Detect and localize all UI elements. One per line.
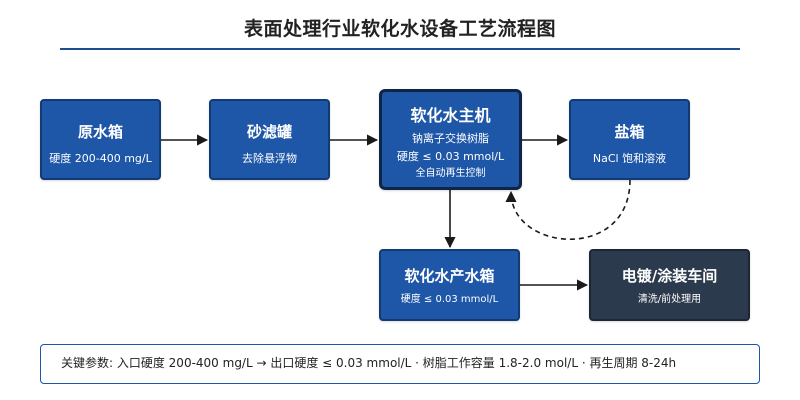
softener-resin-line: 钠离子交换树脂 — [412, 132, 489, 145]
softener-hardness-line: 硬度 ≤ 0.03 mmol/L — [396, 150, 505, 163]
product-water-tank-hardness: 硬度 ≤ 0.03 mmol/L — [400, 294, 499, 305]
salt-tank-desc: NaCl 饱和溶液 — [592, 152, 667, 165]
sand-filter-node: 砂滤罐 去除悬浮物 — [209, 99, 330, 180]
sand-filter-desc: 去除悬浮物 — [242, 152, 297, 165]
page-title: 表面处理行业软化水设备工艺流程图 — [243, 18, 556, 40]
salt-tank-node: 盐箱 NaCl 饱和溶液 — [569, 99, 690, 180]
edge-salt-to-softener-regen — [505, 179, 631, 240]
plating-workshop-label: 电镀/涂装车间 — [621, 267, 718, 285]
softener-main-label: 软化水主机 — [410, 106, 491, 125]
sand-filter-label: 砂滤罐 — [246, 123, 292, 141]
key-parameters-text: 关键参数: 入口硬度 200-400 mg/L → 出口硬度 ≤ 0.03 mm… — [61, 356, 677, 370]
title-divider — [60, 48, 740, 50]
raw-water-tank-label: 原水箱 — [77, 123, 123, 141]
salt-tank-label: 盐箱 — [614, 123, 645, 141]
raw-water-tank-node: 原水箱 硬度 200-400 mg/L — [40, 99, 161, 180]
softener-main-node: 软化水主机 钠离子交换树脂 硬度 ≤ 0.03 mmol/L 全自动再生控制 — [379, 89, 522, 190]
product-water-tank-label: 软化水产水箱 — [404, 267, 495, 285]
softener-control-line: 全自动再生控制 — [415, 168, 486, 179]
key-parameters-box: 关键参数: 入口硬度 200-400 mg/L → 出口硬度 ≤ 0.03 mm… — [40, 344, 760, 384]
product-water-tank-node: 软化水产水箱 硬度 ≤ 0.03 mmol/L — [379, 249, 520, 321]
raw-water-tank-hardness: 硬度 200-400 mg/L — [49, 152, 152, 165]
plating-workshop-desc: 清洗/前处理用 — [637, 294, 702, 305]
plating-workshop-node: 电镀/涂装车间 清洗/前处理用 — [589, 249, 750, 321]
